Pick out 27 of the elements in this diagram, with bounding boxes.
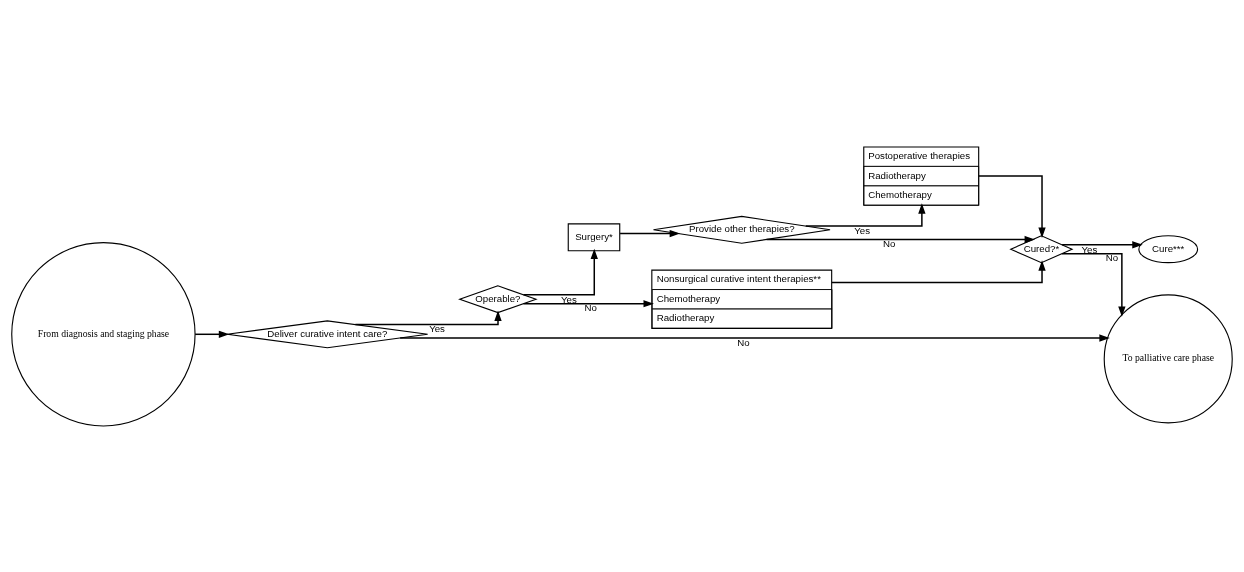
node-diamond: Operable? (458, 284, 538, 313)
arrow (194, 330, 230, 338)
edge-label: Yes (429, 322, 445, 334)
arrow (619, 229, 681, 237)
edge-label: No (1105, 251, 1119, 263)
edge-label: No (883, 237, 896, 249)
node-circle: From diagnosis and staging phase (11, 241, 196, 426)
arrow (1061, 240, 1143, 248)
arrow (805, 202, 926, 227)
arrow (522, 299, 654, 307)
node-circle: To palliative care phase (1103, 293, 1233, 423)
node-diamond: Deliver curative intent care? (226, 319, 429, 348)
edge-label: Yes (854, 224, 871, 236)
arrow (765, 235, 1036, 243)
arrow (1061, 252, 1126, 317)
arrow (354, 310, 502, 325)
node-diamond: Provide other therapies? (652, 215, 831, 244)
edge-label: No (737, 336, 750, 348)
node-box: Surgery* (567, 222, 621, 251)
edge-label: Yes (560, 293, 577, 304)
arrow (831, 259, 1046, 283)
arrow (522, 248, 598, 295)
edge-label: Yes (1081, 243, 1098, 254)
arrow (978, 174, 1046, 238)
node-ellipse: Cure*** (1138, 234, 1199, 263)
arrow (399, 333, 1110, 342)
edge-label: No (584, 301, 597, 313)
